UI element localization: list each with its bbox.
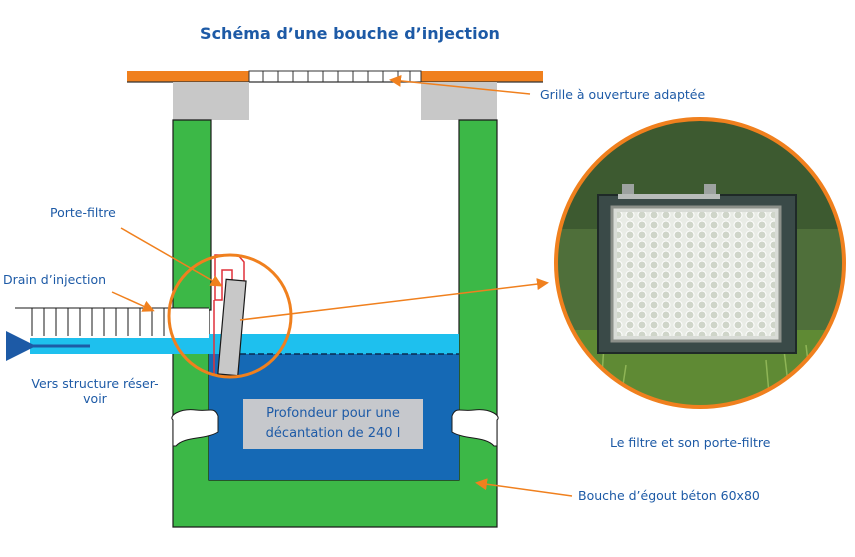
filter-photo [556,119,844,407]
label-bouche: Bouche d’égout béton 60x80 [578,488,760,503]
label-vers-structure: Vers structure réser- voir [10,376,180,406]
injection-drain [15,307,209,354]
depth-line2: décantation de 240 l [265,426,401,441]
left-side-pipe [171,409,219,447]
leader-bouche [475,478,573,497]
filter-panel [217,278,247,377]
leader-to-photo [239,278,549,321]
diagram-title: Schéma d’une bouche d’injection [200,24,500,43]
label-vers-line1: Vers structure réser- [31,376,159,391]
label-grille: Grille à ouverture adaptée [540,87,706,102]
water-surface [209,334,459,354]
depth-line1: Profondeur pour une [266,406,400,421]
leader-drain [111,291,155,312]
label-porte-filtre: Porte-filtre [50,205,116,220]
left-slab [173,82,249,120]
depth-box: Profondeur pour une décantation de 240 l [243,399,423,449]
right-slab [421,82,497,120]
label-vers-line2: voir [83,391,107,406]
detail-circle [167,253,293,379]
right-side-pipe [451,409,499,447]
label-drain: Drain d’injection [3,272,107,287]
leader-grille [389,74,531,95]
label-filter-caption: Le filtre et son porte-filtre [610,435,771,450]
grate-bar [127,70,543,83]
photo-frame [554,117,846,409]
grate-openings [262,71,411,82]
leader-porte-filtre [120,227,223,287]
